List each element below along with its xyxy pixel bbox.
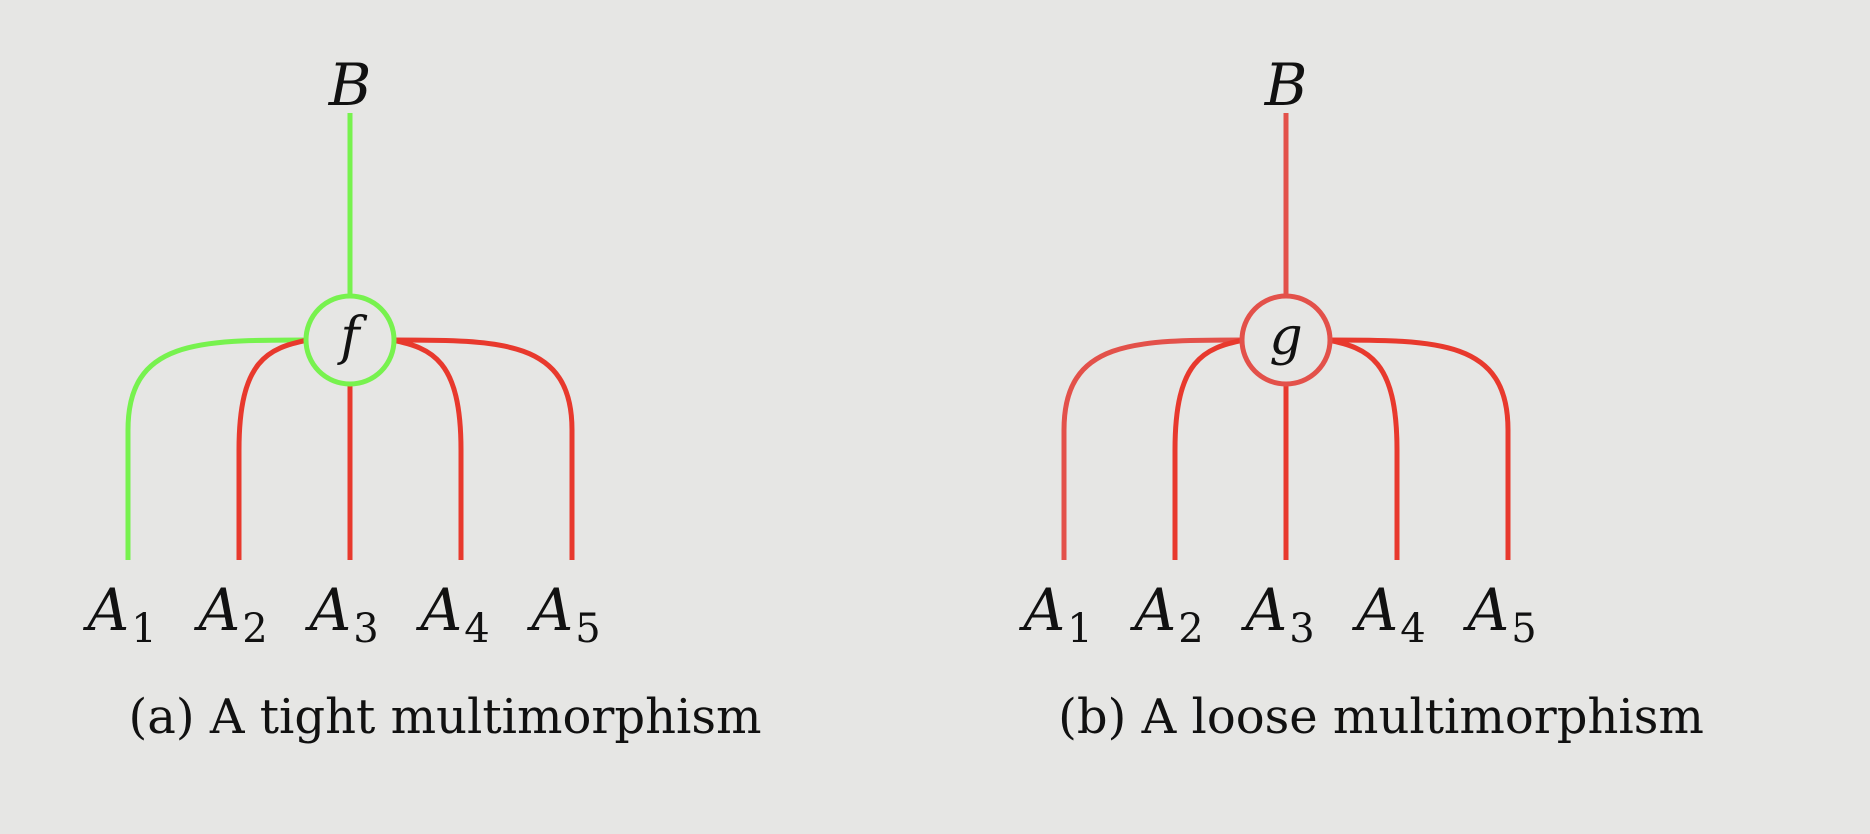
input-label-a2: A2 [1129, 576, 1203, 652]
input-wire-a2 [1172, 337, 1245, 560]
input-wire-a4 [1327, 337, 1400, 560]
input-wire-a2 [236, 337, 309, 560]
input-label-a4: A4 [1351, 576, 1425, 652]
input-wire-a4 [391, 337, 464, 560]
input-label-a4: A4 [415, 576, 489, 652]
input-wire-a1 [1061, 337, 1245, 560]
input-label-a1: A1 [1018, 576, 1092, 652]
morphism-node [1239, 293, 1333, 387]
input-label-a5: A5 [1462, 576, 1536, 652]
caption: (b) A loose multimorphism [1058, 689, 1704, 745]
output-label-b: B [328, 51, 372, 119]
morphism-node-label: g [1269, 307, 1302, 367]
output-label-b: B [1264, 51, 1308, 119]
morphism-node [303, 293, 397, 387]
input-label-a5: A5 [526, 576, 600, 652]
input-label-a3: A3 [304, 576, 378, 652]
caption: (a) A tight multimorphism [129, 689, 762, 745]
panel-loose-multimorphism: B A1 A2 A3 A4 A5 g (b) A loose multimorphism [1018, 51, 1704, 745]
input-label-a2: A2 [193, 576, 267, 652]
input-label-a1: A1 [82, 576, 156, 652]
input-wire-a1 [125, 337, 309, 560]
input-wire-a5 [391, 337, 575, 560]
input-wire-a5 [1327, 337, 1511, 560]
input-label-a3: A3 [1240, 576, 1314, 652]
